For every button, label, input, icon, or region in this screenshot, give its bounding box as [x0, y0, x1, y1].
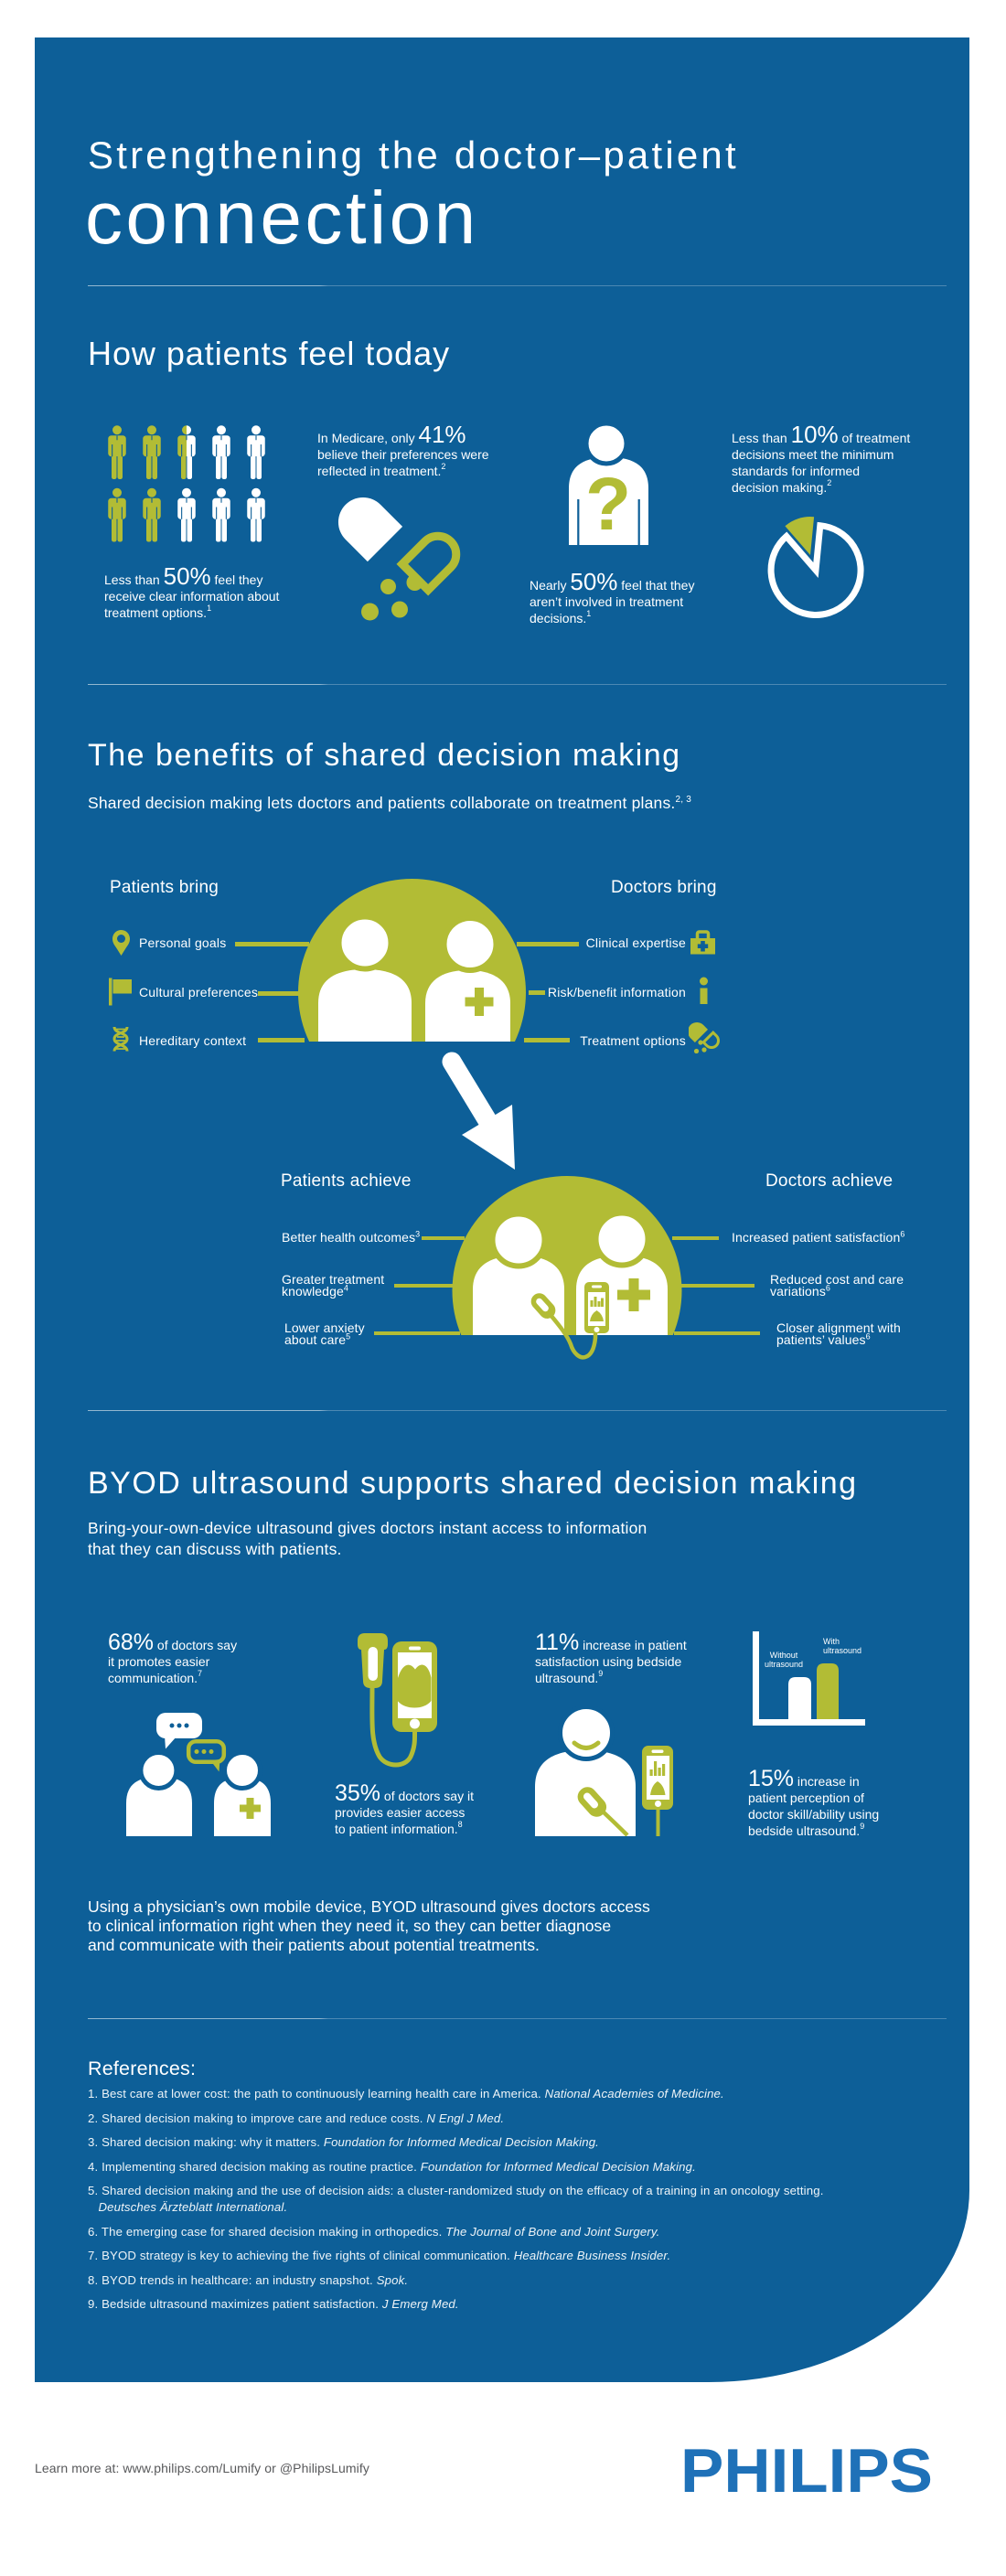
svg-text:PHILIPS: PHILIPS	[680, 2436, 933, 2495]
svg-text:?: ?	[585, 463, 631, 545]
